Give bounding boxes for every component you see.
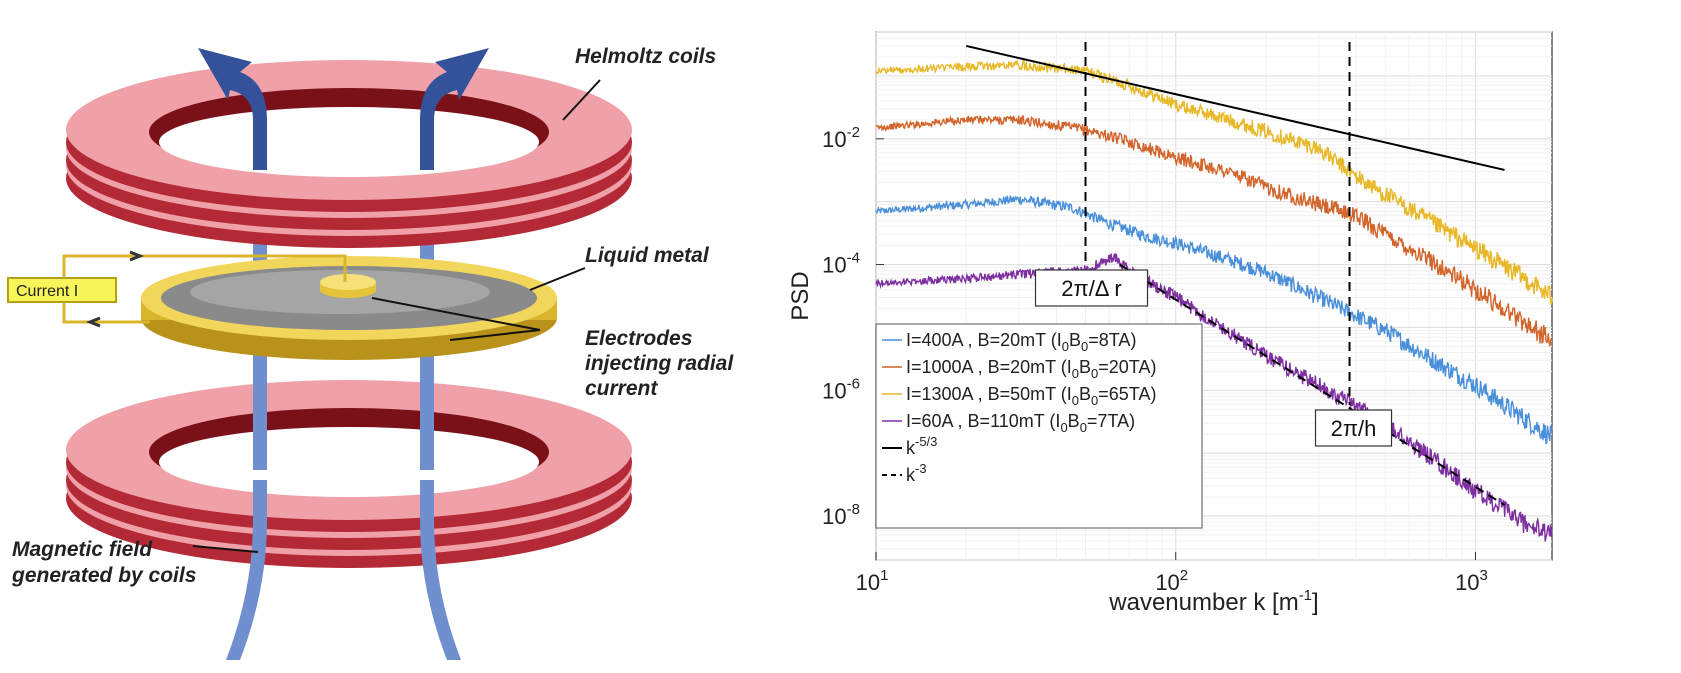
liquid-metal-label: Liquid metal (585, 244, 710, 267)
y-axis-label: PSD (787, 271, 814, 320)
current-circuit (62, 250, 347, 328)
series-line-s1 (875, 195, 1553, 445)
field-arrow-top-right (420, 48, 489, 170)
annotation-box-dr (1034, 269, 1149, 307)
legend-label-k53: k-5/3 (906, 434, 937, 458)
grid (875, 31, 1552, 561)
field-line-bottom-right (420, 520, 461, 660)
x-tick-label: 102 (1155, 567, 1188, 595)
bottom-coil (66, 380, 632, 568)
x-tick-label: 103 (1455, 567, 1488, 595)
x-axis-label-end: ] (1312, 589, 1319, 616)
x-axis-label-main: wavenumber k [m (1108, 589, 1298, 616)
helmoltz-label: Helmoltz coils (575, 45, 716, 68)
legend-label-s2: I=1000A , B=20mT (I0B0=20TA) (906, 357, 1156, 381)
x-axis-label: wavenumber k [m-1] (1108, 587, 1318, 616)
current-label: Current I (16, 283, 78, 300)
annotation-box-h (1314, 409, 1393, 447)
current-box (7, 277, 117, 303)
legend-label-s1: I=400A , B=20mT (I0B0=8TA) (906, 330, 1136, 354)
y-tick-label: 10-6 (822, 375, 860, 403)
electrodes-label-1: Electrodes (585, 327, 692, 350)
electrodes-label-3: current (585, 377, 658, 400)
x-tick-label: 101 (856, 567, 889, 595)
annotation-label-dr: 2π/Δ r (1061, 276, 1121, 301)
legend-label-s3: I=1300A , B=50mT (I0B0=65TA) (906, 384, 1156, 408)
electrodes-label-2: injecting radial (585, 352, 734, 375)
psd-chart: 2π/Δ r 2π/h 101 102 103 10-2 10-4 10-6 10-8 PSD… (787, 31, 1553, 616)
y-tick-label: 10-4 (822, 250, 860, 278)
series-line-s3 (875, 58, 1553, 305)
legend-label-k3: k-3 (906, 461, 927, 485)
y-tick-label: 10-2 (822, 124, 860, 152)
magnetic-field-label-1: Magnetic field (12, 538, 153, 561)
series-line-s2 (875, 115, 1553, 347)
annotations: 2π/Δ r 2π/h (1034, 42, 1393, 447)
reference-lines (966, 44, 1506, 506)
field-arrow-top-left (198, 48, 267, 170)
y-tick-label: 10-8 (822, 501, 860, 529)
magnetic-field-label-2: generated by coils (11, 564, 196, 587)
annotation-label-h: 2π/h (1331, 416, 1377, 441)
liquid-metal-tank (141, 256, 557, 360)
reference-line-k53 (966, 44, 1505, 171)
field-line-bottom-left (226, 520, 267, 660)
apparatus-diagram: Current I Helmoltz coils Li (7, 45, 734, 660)
legend-label-s4: I=60A , B=110mT (I0B0=7TA) (906, 411, 1135, 435)
top-coil (66, 60, 632, 248)
tick-labels: 101 102 103 10-2 10-4 10-6 10-8 (822, 124, 1488, 595)
reference-line-k3 (1119, 263, 1506, 506)
legend-box (875, 323, 1203, 529)
x-axis-label-sup: -1 (1299, 587, 1312, 604)
legend: I=400A , B=20mT (I0B0=8TA) I=1000A , B=20… (875, 323, 1203, 529)
